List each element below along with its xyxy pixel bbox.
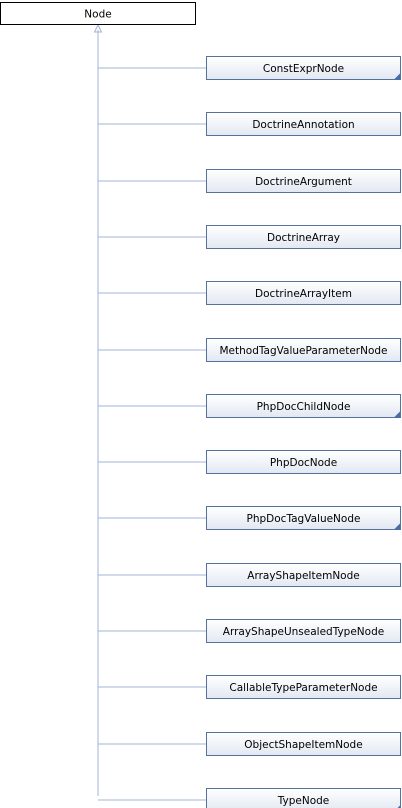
child-node[interactable]: TypeNode	[206, 788, 401, 808]
child-node[interactable]: DoctrineArray	[206, 225, 401, 249]
child-node-box	[206, 394, 401, 418]
child-node-label: PhpDocChildNode	[257, 401, 351, 413]
has-subclasses-marker-icon	[397, 805, 400, 808]
child-node[interactable]: CallableTypeParameterNode	[206, 675, 401, 699]
child-node-label: CallableTypeParameterNode	[229, 682, 377, 694]
child-node-label: PhpDocNode	[270, 457, 337, 469]
child-node[interactable]: ArrayShapeItemNode	[206, 563, 401, 587]
child-node-label: DoctrineAnnotation	[252, 119, 354, 131]
child-node[interactable]: PhpDocTagValueNode	[206, 506, 401, 530]
has-subclasses-marker-icon	[394, 523, 400, 530]
child-node-box	[206, 732, 401, 756]
child-node-box	[206, 56, 401, 80]
child-node-label: TypeNode	[277, 795, 330, 807]
root-node-box	[0, 2, 196, 25]
child-node[interactable]: PhpDocNode	[206, 450, 401, 474]
has-subclasses-marker-icon	[394, 411, 400, 418]
child-node[interactable]: ObjectShapeItemNode	[206, 732, 401, 756]
child-node-box	[206, 675, 401, 699]
child-node-box	[206, 281, 401, 305]
child-node-box	[206, 169, 401, 193]
child-node-label: ArrayShapeItemNode	[247, 570, 359, 582]
root-node[interactable]: Node	[0, 2, 196, 25]
child-node[interactable]: DoctrineArrayItem	[206, 281, 401, 305]
child-node-box	[206, 338, 401, 362]
child-node-label: ConstExprNode	[263, 63, 344, 75]
child-node[interactable]: DoctrineAnnotation	[206, 112, 401, 136]
child-node-box	[206, 112, 401, 136]
child-node-label: PhpDocTagValueNode	[247, 513, 361, 525]
root-node-label: Node	[84, 9, 111, 21]
child-node-box	[206, 788, 401, 808]
children-layer: ConstExprNodeDoctrineAnnotationDoctrineA…	[206, 56, 401, 808]
child-node[interactable]: ConstExprNode	[206, 56, 401, 80]
child-node-label: DoctrineArgument	[255, 176, 352, 188]
inheritance-arrowhead	[93, 23, 103, 33]
edges-layer	[93, 23, 206, 801]
child-node-label: ArrayShapeUnsealedTypeNode	[223, 626, 384, 638]
child-node-label: MethodTagValueParameterNode	[219, 345, 387, 357]
child-node-box	[206, 619, 401, 643]
child-node-box	[206, 563, 401, 587]
child-node-box	[206, 506, 401, 530]
child-node[interactable]: ArrayShapeUnsealedTypeNode	[206, 619, 401, 643]
child-node-label: DoctrineArrayItem	[255, 288, 352, 300]
child-node-box	[206, 225, 401, 249]
child-node-label: DoctrineArray	[267, 232, 340, 244]
child-node[interactable]: PhpDocChildNode	[206, 394, 401, 418]
child-node-label: ObjectShapeItemNode	[244, 739, 362, 751]
child-node[interactable]: MethodTagValueParameterNode	[206, 338, 401, 362]
child-node-box	[206, 450, 401, 474]
has-subclasses-marker-icon	[394, 73, 400, 80]
child-node[interactable]: DoctrineArgument	[206, 169, 401, 193]
